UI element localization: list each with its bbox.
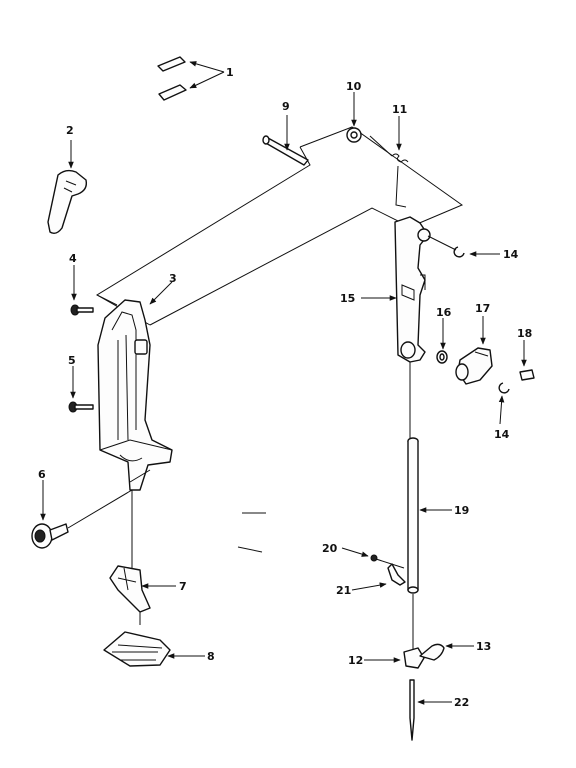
leader-lines <box>40 61 527 705</box>
part-14-e-ring-lower <box>498 382 510 394</box>
part-7-foot-shank <box>109 565 151 613</box>
part-17-thread-guide <box>455 347 493 385</box>
part-11-spring <box>369 135 409 208</box>
dash-marks <box>237 512 266 553</box>
callout-6: 6 <box>38 468 46 481</box>
part-18-set-screw <box>519 369 535 381</box>
callout-19: 19 <box>454 504 469 517</box>
part-4-screw <box>70 304 94 316</box>
part-14-e-ring-upper <box>427 235 465 258</box>
part-13-clamp-screw <box>419 643 445 661</box>
part-19-needle-bar <box>407 362 419 594</box>
callout-9: 9 <box>282 100 290 113</box>
part-21-thread-guide <box>387 563 406 586</box>
part-12-needle-clamp <box>403 647 425 669</box>
callout-5: 5 <box>68 354 76 367</box>
callout-20: 20 <box>322 542 338 555</box>
part-20-screw <box>370 554 405 569</box>
part-15-needle-bar-bracket <box>394 216 431 363</box>
callout-17: 17 <box>475 302 490 315</box>
callout-2: 2 <box>66 124 74 137</box>
part-2-lever <box>47 169 88 235</box>
part-10-washer <box>346 127 362 143</box>
callout-12: 12 <box>348 654 363 667</box>
part-3-bracket-assembly <box>97 299 173 491</box>
callout-8: 8 <box>207 650 215 663</box>
callout-10: 10 <box>346 80 362 93</box>
part-8-presser-foot <box>103 631 171 667</box>
callout-11: 11 <box>392 103 407 116</box>
callout-14-lower: 14 <box>494 428 510 441</box>
part-5-screw <box>68 401 94 413</box>
part-16-ring <box>436 350 448 364</box>
callout-1: 1 <box>226 66 234 79</box>
callout-18: 18 <box>517 327 532 340</box>
callout-16: 16 <box>436 306 452 319</box>
callout-13: 13 <box>476 640 491 653</box>
callout-4: 4 <box>69 252 77 265</box>
callout-3: 3 <box>169 272 177 285</box>
part-22-needle <box>409 679 415 741</box>
callout-22: 22 <box>454 696 469 709</box>
part-6-thumb-screw <box>31 489 133 549</box>
callout-15: 15 <box>340 292 355 305</box>
callout-21: 21 <box>336 584 351 597</box>
callout-14-upper: 14 <box>503 248 519 261</box>
callout-7: 7 <box>179 580 187 593</box>
part-9-rod <box>262 135 309 166</box>
part-1-keys <box>157 56 187 101</box>
callout-labels: 1 2 3 4 5 6 7 8 9 10 11 14 15 16 17 18 1… <box>38 66 532 709</box>
